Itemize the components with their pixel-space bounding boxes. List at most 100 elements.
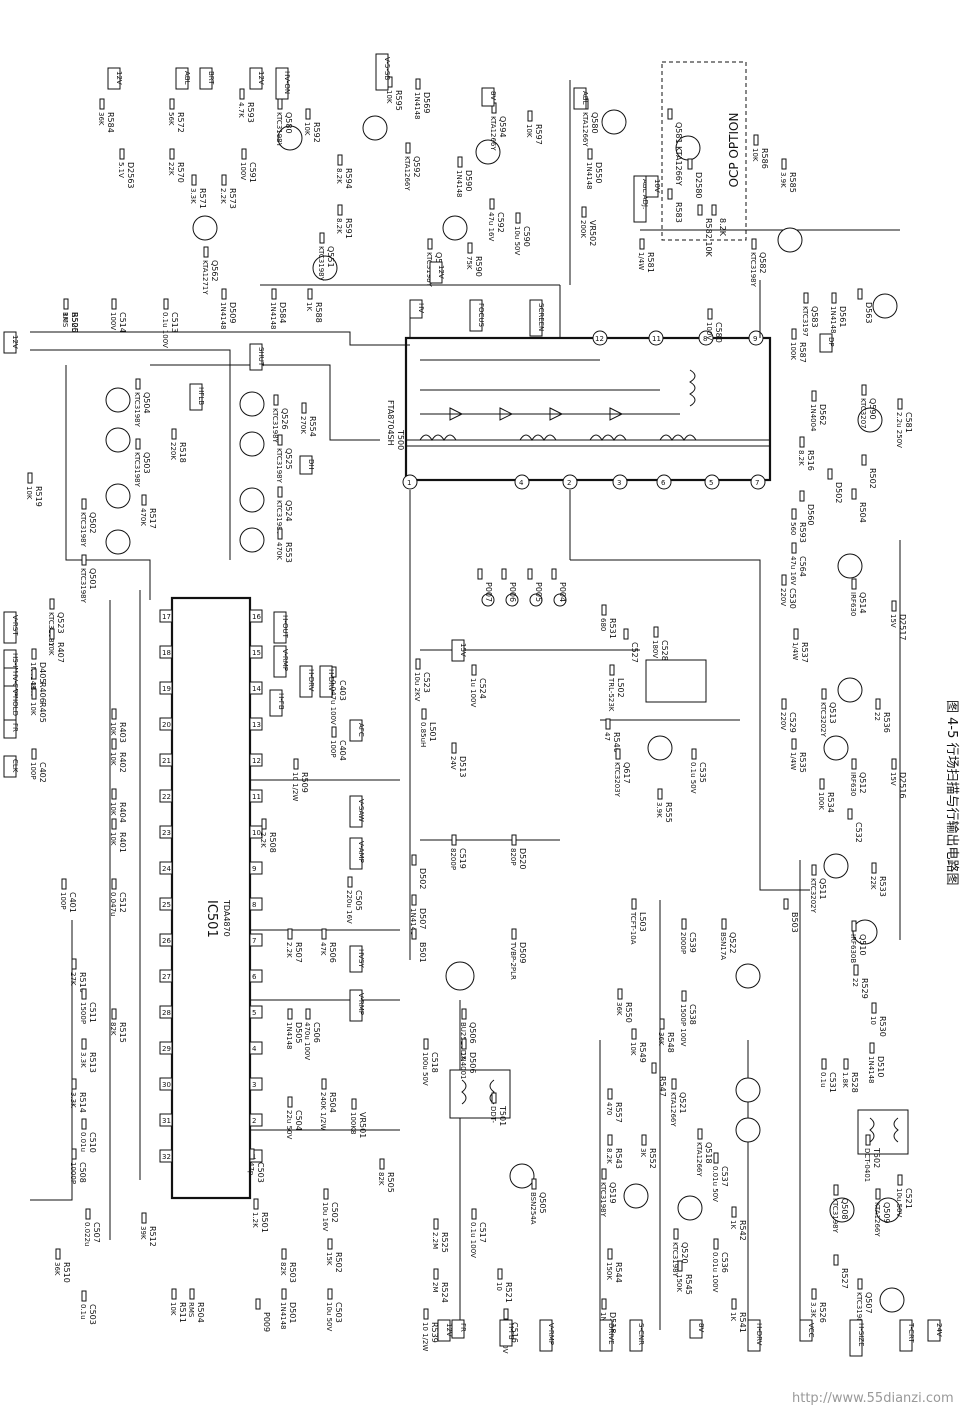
right-val-30: 150K [675,1274,683,1292]
far-val-6: 2.2u 250V [895,412,903,448]
signal-tag-40: DRIVE [599,1319,615,1352]
ic501-pin-box-21 [249,789,263,803]
far-ref-25: C532 [854,822,863,843]
left-val-6: 10K [25,486,33,500]
ic501-pin-num-29: 3 [252,1081,256,1089]
far-ref-31: R530 [878,1016,887,1037]
far-val-16: 15V [889,614,897,628]
signal-tag-text-40: DRIVE [607,1323,615,1345]
far-ref-22: D2516 [898,772,907,799]
far-val-0: KTC3197 [801,306,809,337]
left-val-19: 10K [29,702,37,716]
far-ref-26: Q511 [818,878,827,900]
mid-val-15: 10u 16V [321,1202,329,1231]
ic501-pin-num-2: 19 [162,685,171,693]
left-val-33: 1000P [69,1162,77,1184]
far-val-38: KTC3198Y [831,1198,839,1234]
signal-tag-text-13: HV [417,303,425,313]
svg-text:11: 11 [652,335,661,343]
top-ref-10: C591 [248,162,257,183]
mid-ref-6: R507 [294,942,303,963]
top-val-24: 10u 50V [513,226,521,255]
left-val-10: KTC3198Y [271,408,279,444]
left-ref-3: Q504 [142,392,151,414]
right-ref-25: C537 [720,1166,729,1187]
top-val-14: 1N4148 [219,302,227,330]
top-val-9: 10K [303,122,311,136]
ic501-pin-box-14 [159,1113,173,1127]
signal-tag-text-2: BRT [207,71,215,85]
top-ref-3: R570 [176,162,185,183]
far-val-40: 3.3K [809,1302,817,1318]
ocp-ref-0: Q581 KTA1266Y [674,122,683,186]
left-val-27: 27K [69,972,77,986]
hv-ref-2: L501 [428,722,437,742]
top-ref-29: VR502 [588,220,597,246]
left-ref-8: R517 [148,508,157,529]
svg-text:7: 7 [755,479,759,487]
right-ref-22: Q518 [704,1142,713,1164]
ic501-pin-box-19 [249,717,263,731]
hv-val-12: 1N4001 [459,1052,467,1080]
right-val-11: 3.9K [655,802,663,818]
right-val-22: KTA1266Y [695,1142,703,1177]
ic501-pin-num-11: 28 [162,1009,171,1017]
signal-tag-10: 12V [429,261,445,284]
ic501-pin-box-23 [249,861,263,875]
signal-tag-text-15: SCREEN [537,303,545,331]
mid-val-2: 10 1/2W [291,772,299,801]
right-ref-23: R543 [614,1148,623,1169]
hv-ref-1: C524 [478,678,487,699]
far-ref-27: R533 [878,876,887,897]
signal-tag-2: BRT [199,67,215,90]
svg-text:8: 8 [703,335,707,343]
ic501-pin-num-14: 31 [162,1117,171,1125]
far-ref-7: R516 [806,450,815,471]
left-val-35: 39K [139,1226,147,1240]
ic501-pin-box-27 [249,1005,263,1019]
right-ref-18: R548 [666,1032,675,1053]
t500-ref: T500 [396,429,405,450]
mid-val-14: 1.2K [251,1212,259,1228]
hv-val-18: 10 1/2W [421,1322,429,1351]
right-ref-8: R540 [612,732,621,753]
signal-tag-34: V-RMP [349,989,365,1022]
left-val-23: 10K [109,802,117,816]
right-ref-7: L502 [616,678,625,698]
right-ref-3: P004 [558,582,567,602]
figure-caption: 图 4-5 行场扫描与行输出电路图 [944,700,960,886]
ic501-pin-box-4 [159,753,173,767]
top-val-18: 1N4148 [413,92,421,120]
ic501-pin-num-7: 24 [162,865,171,873]
left-val-29: 82K [109,1022,117,1036]
ic501-pin-num-1: 18 [162,649,171,657]
far-val-36: 10u 50V [895,1188,903,1217]
left-ref-5: R518 [178,442,187,463]
signal-tag-text-3: 12V [257,71,265,85]
